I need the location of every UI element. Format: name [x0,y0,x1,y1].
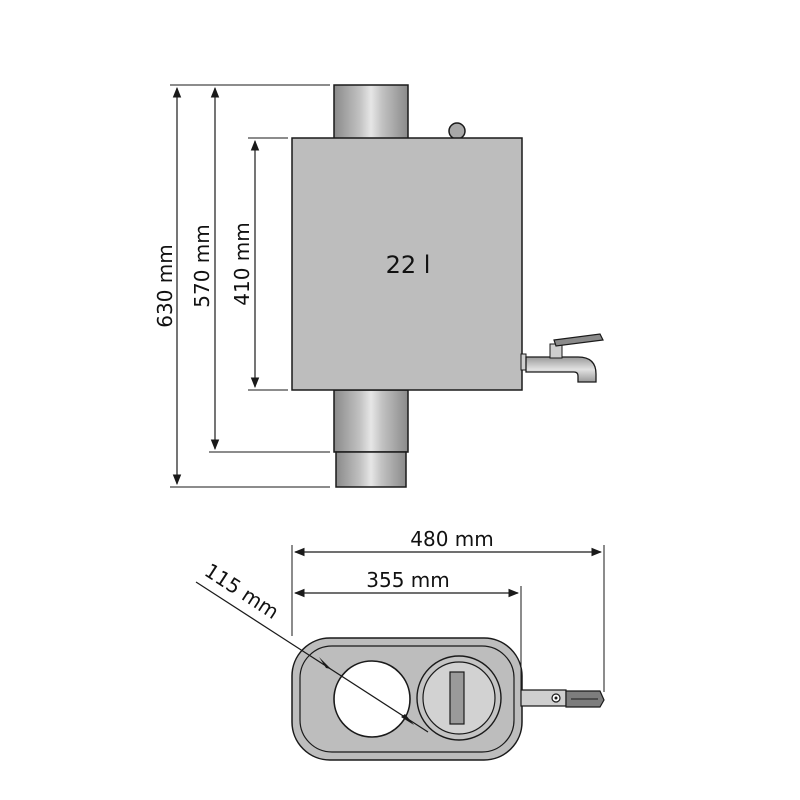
tank-body [291,137,523,391]
lid-handle [449,671,465,725]
pipe-sleeve [335,451,407,488]
tank-volume-label: 22 l [386,251,431,279]
width-tank-label: 355 mm [366,568,450,592]
height-total-label: 630 mm [153,244,177,328]
pipe-diameter-label: 115 mm [200,558,283,624]
top-extension-lines [291,545,605,692]
lid-knob [448,122,466,140]
top-view: 480 mm 355 mm 115 mm [195,527,605,761]
dim-line-115 [195,581,429,733]
water-tap-top [520,689,605,708]
height-tank-label: 410 mm [230,222,254,306]
side-extension-lines [170,84,330,488]
dim-arrow-115-b [401,714,414,725]
tank-top-inner [299,645,515,753]
side-view: 22 l 630 mm 570 mm 410 mm [153,84,604,488]
height-pipe-label: 570 mm [190,224,214,308]
upper-pipe [333,84,409,141]
water-tap [520,333,604,383]
dim-arrow-115-a [319,657,331,669]
lower-pipe [333,389,409,453]
width-total-label: 480 mm [410,527,494,551]
pipe-hole [333,660,411,738]
